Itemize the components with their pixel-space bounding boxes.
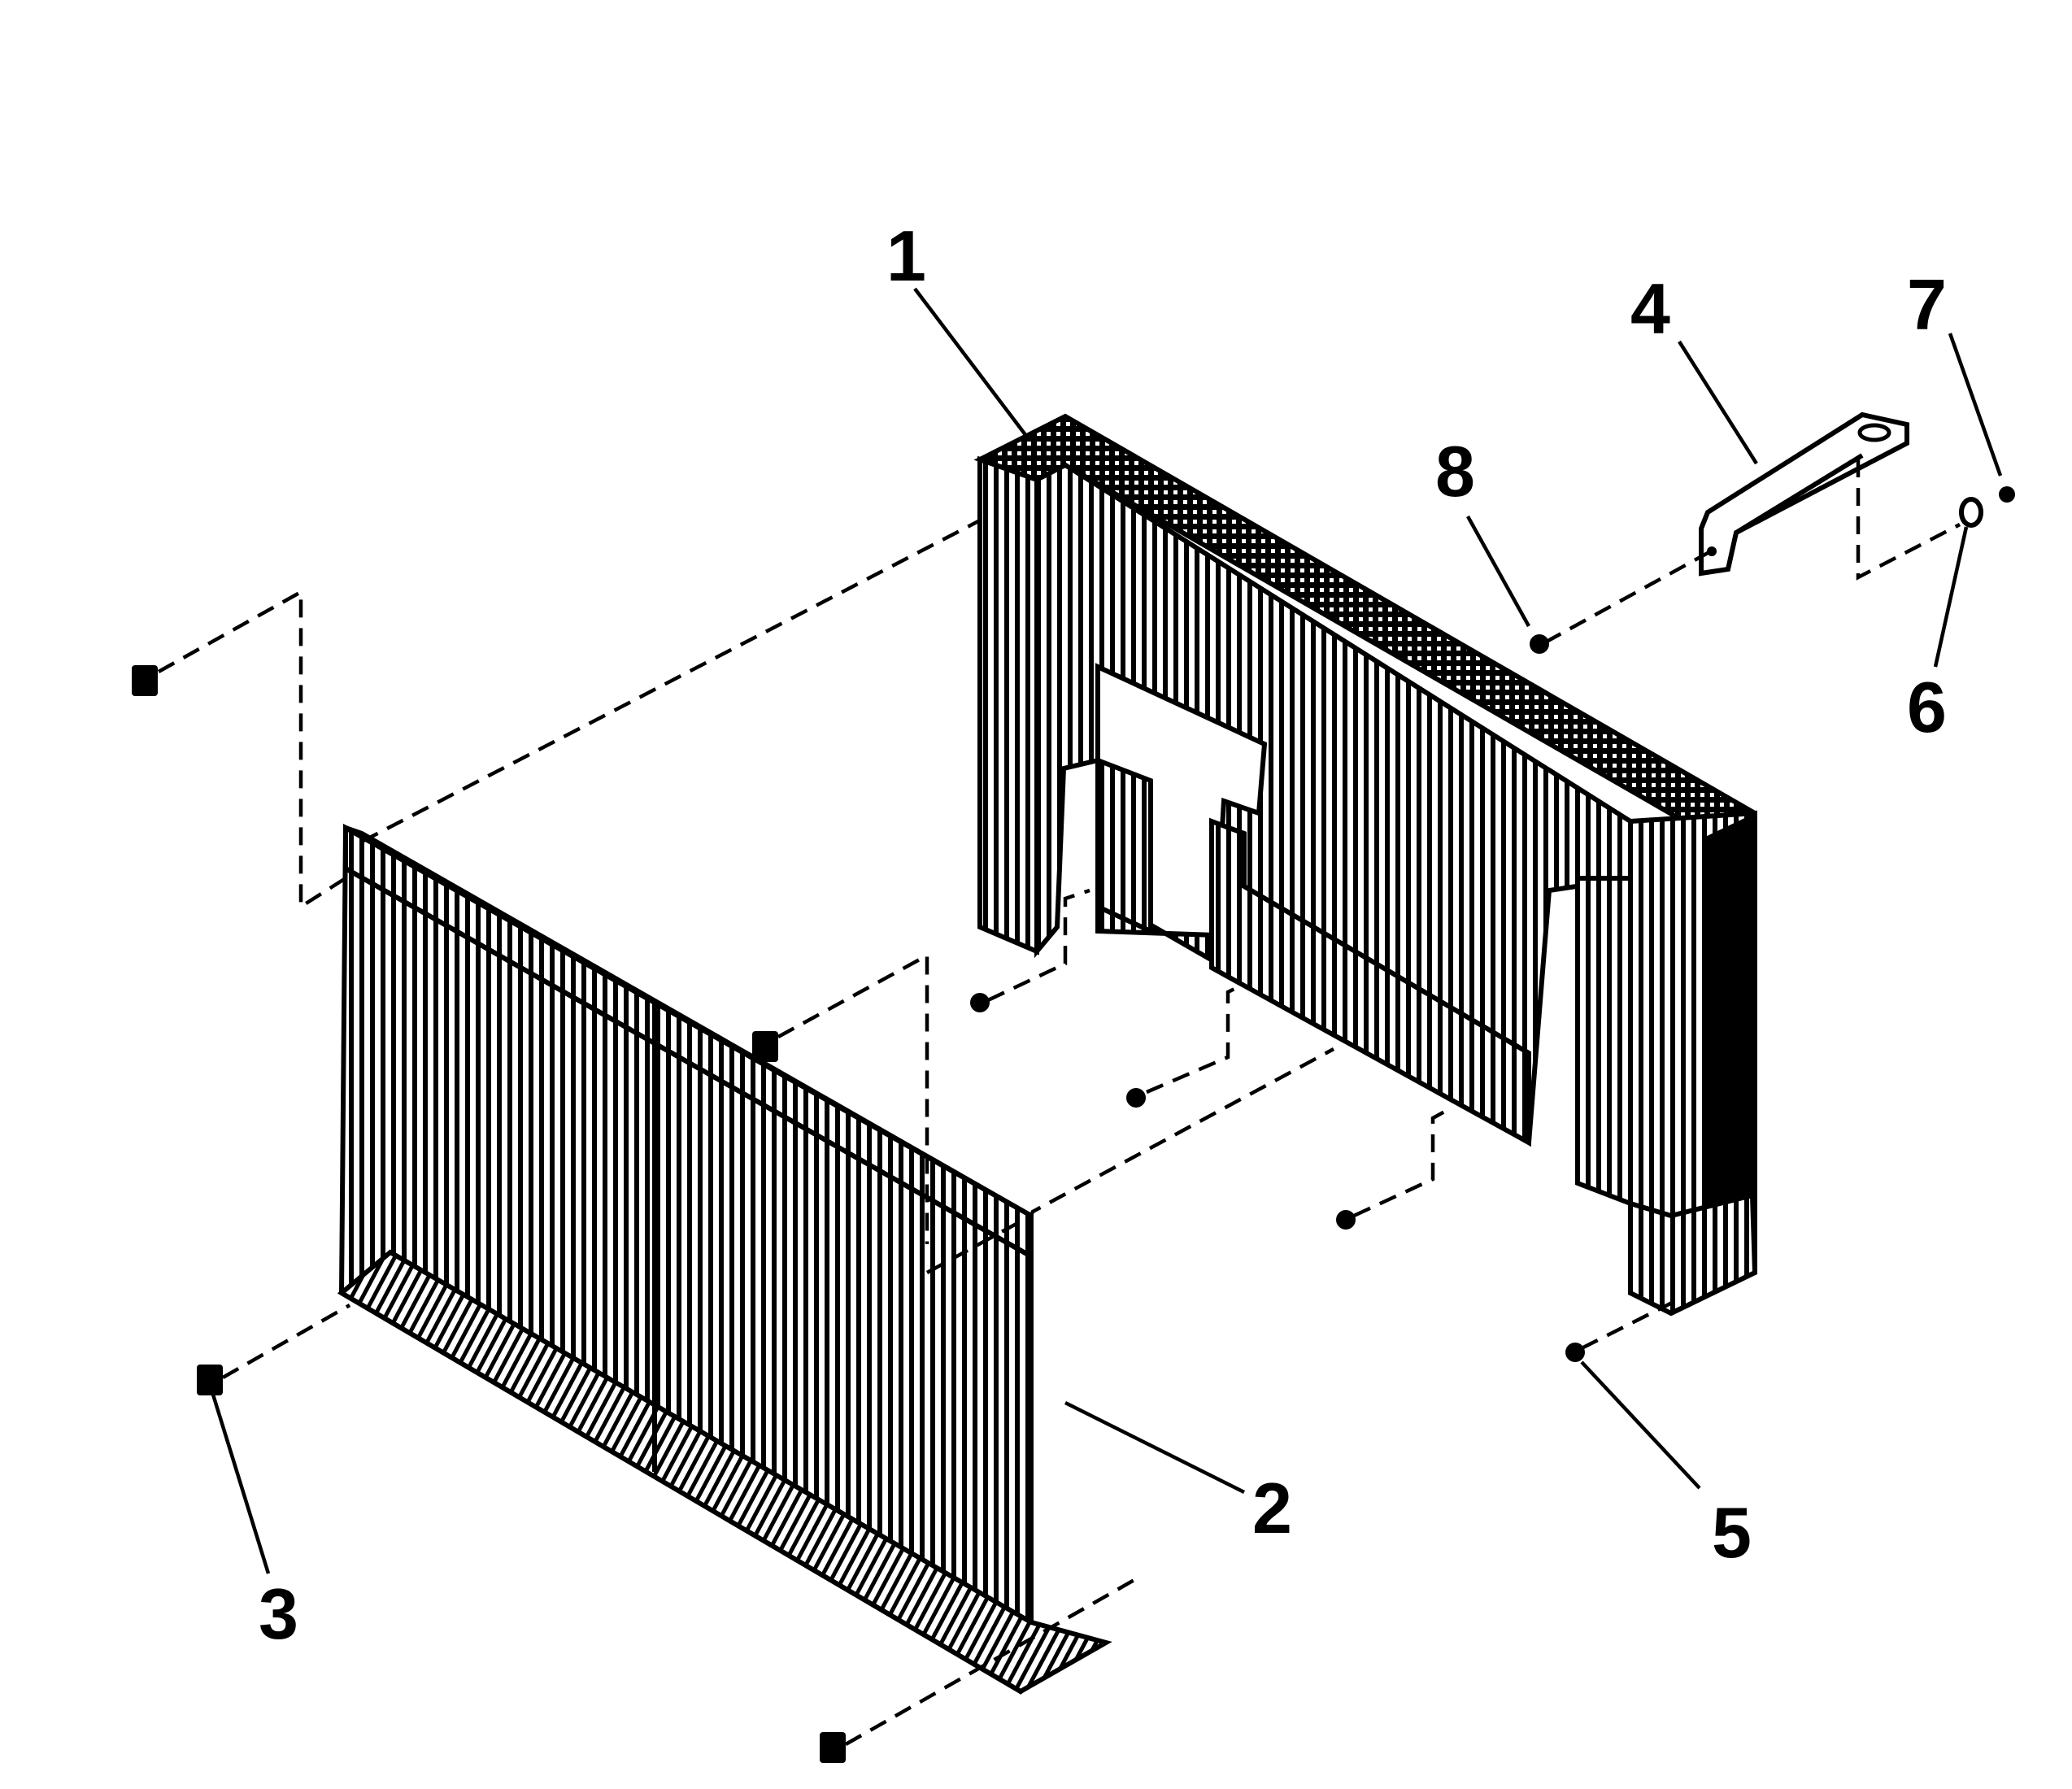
front-grille-rail-edge [344,866,1033,1259]
bracket-flange [1735,453,1864,535]
clip-icon [197,1365,223,1395]
rear-frame-left-leg [977,455,1039,955]
screw-icon [1126,1088,1146,1108]
assembly-line [360,519,982,843]
part-1-rear-frame [973,413,1758,1317]
callout-6: 6 [1907,667,1947,747]
leader-lines [211,287,2003,1574]
part-5-screws [970,993,1585,1362]
callout-5: 5 [1712,1492,1752,1573]
part-7-nut [1999,486,2015,503]
screw-icon [1336,1210,1356,1230]
screw-icon [1530,634,1549,654]
leader-line-5 [1580,1360,1701,1490]
leader-line-4 [1678,340,1758,465]
part-6-washer [1959,497,1983,528]
screw-icon [1565,1343,1585,1362]
assembly-line [987,888,1090,1003]
callout-7: 7 [1907,264,1947,345]
leader-line-7 [1948,333,2003,477]
callout-4: 4 [1630,268,1670,349]
part-4-bracket [1699,411,1909,577]
callout-2: 2 [1252,1468,1292,1548]
assembly-line [1856,459,1961,581]
leader-line-3 [211,1394,271,1574]
assembly-line [1146,982,1246,1095]
leader-line-8 [1466,515,1530,628]
callout-8: 8 [1435,431,1475,511]
assembly-line [1353,1108,1449,1218]
assembly-line [1543,551,1709,644]
leader-line-2 [1064,1400,1246,1495]
nut-icon [1999,486,2015,503]
assembly-line [221,1304,351,1379]
part-3-clips [132,665,846,1763]
bracket-hole [1707,546,1717,556]
clip-icon [132,665,158,696]
front-grille-bottom-floor [337,1249,1112,1695]
bracket-slot [1857,423,1891,442]
clip-icon [752,1031,778,1062]
rear-frame-right-foot [1628,1192,1758,1317]
washer-icon [1959,497,1983,528]
rear-frame-right-side-dark [1704,813,1755,1289]
leader-line-1 [913,287,1030,441]
assembly-lines [157,459,1961,1746]
rear-frame-left-tab [1095,756,1153,935]
callout-1: 1 [886,215,926,296]
callout-3: 3 [259,1574,298,1654]
assembly-line [157,589,347,911]
leader-line-6 [1933,526,1969,668]
rear-frame-center-tab [1209,817,1531,1147]
callout-labels: 1 2 3 4 5 6 7 8 [259,215,1947,1654]
part-8-screw [1530,634,1549,654]
assembly-line [925,1047,1335,1274]
screw-icon [970,993,990,1012]
assembly-line [1580,1299,1677,1351]
part-2-front-grille [337,823,1112,1695]
clip-icon [820,1732,846,1763]
